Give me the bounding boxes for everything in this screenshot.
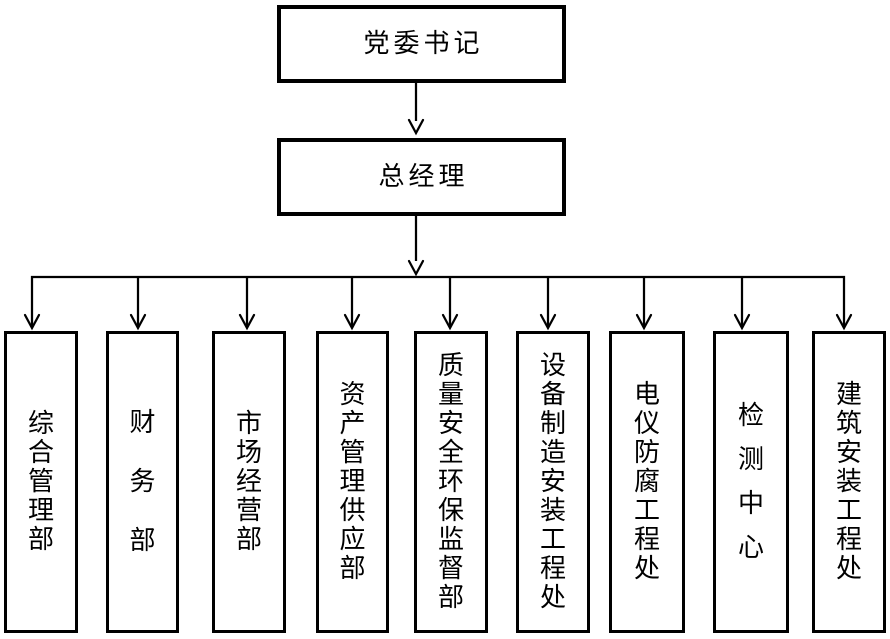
dept-label-char: 装	[539, 496, 566, 525]
dept-label-char: 程	[633, 525, 660, 554]
dept-label-char: 务	[129, 467, 156, 496]
dept-label-char: 市	[235, 409, 262, 438]
dept-label-asset-management-supply: 资产管理供应部	[339, 382, 365, 582]
dept-label-electrical-instrument-anticorrosion: 电仪防腐工程处	[634, 382, 660, 582]
dept-label-char: 管	[339, 438, 366, 467]
dept-label-char: 部	[129, 526, 156, 555]
dept-label-comprehensive-management: 综合管理部	[28, 411, 54, 553]
dept-box-construction-installation: 建筑安装工程处	[812, 331, 886, 633]
dept-label-char: 心	[737, 533, 764, 562]
branch-arrowheads	[23, 313, 853, 331]
dept-label-char: 工	[835, 496, 862, 525]
dept-label-char: 全	[437, 438, 464, 467]
dept-label-char: 部	[339, 554, 366, 583]
dept-label-char: 制	[539, 409, 566, 438]
dept-label-char: 督	[437, 554, 464, 583]
branch-connectors	[136, 277, 744, 326]
dept-box-market-operation: 市场经营部	[212, 331, 286, 633]
dept-label-char: 理	[27, 496, 54, 525]
dept-label-char: 量	[437, 380, 464, 409]
dept-label-char: 应	[339, 525, 366, 554]
dept-label-char: 程	[835, 525, 862, 554]
dept-label-char: 保	[437, 496, 464, 525]
dept-label-char: 资	[339, 380, 366, 409]
dept-label-char: 部	[27, 525, 54, 554]
dept-label-char: 场	[235, 438, 262, 467]
node-general-manager-label: 总经理	[378, 162, 469, 191]
dept-label-char: 质	[437, 351, 464, 380]
dept-label-quality-safety-env-supervision: 质量安全环保监督部	[438, 353, 464, 611]
distribution-bar	[30, 275, 846, 326]
dept-label-char: 筑	[835, 409, 862, 438]
dept-box-electrical-instrument-anticorrosion: 电仪防腐工程处	[609, 331, 685, 633]
dept-label-char: 检	[737, 401, 764, 430]
dept-label-char: 工	[539, 525, 566, 554]
dept-label-char: 安	[437, 409, 464, 438]
arrow-secretary-to-gm	[407, 83, 425, 136]
dept-box-asset-management-supply: 资产管理供应部	[316, 331, 389, 633]
dept-label-char: 环	[437, 467, 464, 496]
dept-label-char: 设	[539, 351, 566, 380]
dept-label-testing-center: 检测中心	[738, 403, 764, 561]
dept-label-char: 处	[539, 583, 566, 612]
dept-label-char: 仪	[633, 409, 660, 438]
dept-box-comprehensive-management: 综合管理部	[4, 331, 78, 633]
dept-label-char: 电	[633, 380, 660, 409]
dept-box-testing-center: 检测中心	[713, 331, 789, 633]
dept-label-char: 防	[633, 438, 660, 467]
dept-box-equipment-manufacturing-installation: 设备制造安装工程处	[516, 331, 590, 633]
dept-label-char: 程	[539, 554, 566, 583]
dept-label-char: 产	[339, 409, 366, 438]
dept-label-char: 工	[633, 496, 660, 525]
dept-label-char: 部	[437, 583, 464, 612]
dept-label-char: 部	[235, 525, 262, 554]
dept-label-char: 供	[339, 496, 366, 525]
dept-label-char: 营	[235, 496, 262, 525]
dept-label-char: 财	[129, 408, 156, 437]
node-party-secretary-label: 党委书记	[363, 29, 484, 58]
dept-label-market-operation: 市场经营部	[236, 411, 262, 553]
dept-label-char: 合	[27, 438, 54, 467]
dept-label-char: 备	[539, 380, 566, 409]
dept-label-finance: 财务部	[129, 410, 155, 554]
dept-label-construction-installation: 建筑安装工程处	[836, 382, 862, 582]
dept-label-char: 管	[27, 467, 54, 496]
dept-label-char: 监	[437, 525, 464, 554]
node-general-manager: 总经理	[277, 138, 566, 216]
dept-label-char: 理	[339, 467, 366, 496]
dept-label-char: 处	[633, 554, 660, 583]
dept-label-char: 造	[539, 438, 566, 467]
dept-label-char: 安	[835, 438, 862, 467]
dept-label-char: 建	[835, 380, 862, 409]
dept-label-char: 中	[737, 489, 764, 518]
node-party-secretary: 党委书记	[277, 5, 566, 83]
dept-label-char: 经	[235, 467, 262, 496]
dept-label-char: 综	[27, 409, 54, 438]
dept-label-char: 安	[539, 467, 566, 496]
dept-label-char: 处	[835, 554, 862, 583]
arrow-gm-to-bar	[407, 216, 425, 277]
dept-label-equipment-manufacturing-installation: 设备制造安装工程处	[540, 353, 566, 611]
dept-label-char: 装	[835, 467, 862, 496]
dept-box-quality-safety-env-supervision: 质量安全环保监督部	[414, 331, 488, 633]
dept-label-char: 测	[737, 445, 764, 474]
dept-box-finance: 财务部	[106, 331, 179, 633]
dept-label-char: 腐	[633, 467, 660, 496]
